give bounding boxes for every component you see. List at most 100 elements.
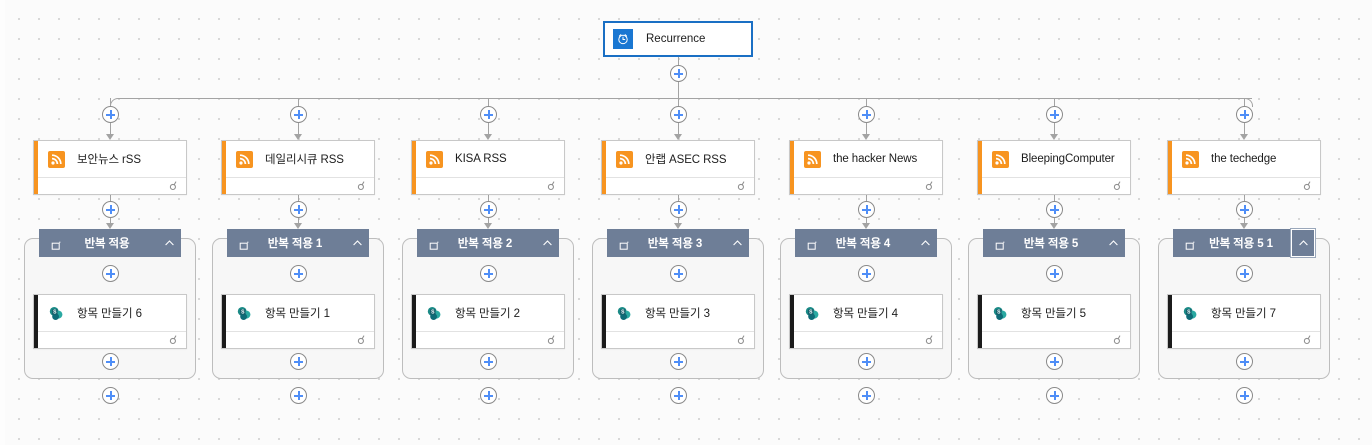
insert-step-button-b2-bottom[interactable] <box>290 387 307 404</box>
insert-step-button-b7-mid[interactable] <box>1236 201 1253 218</box>
action-card-rss-0[interactable]: 보안뉴스 rSS ☌ <box>33 140 187 195</box>
insert-step-button-b3-inner-bottom[interactable] <box>480 353 497 370</box>
insert-step-button-b2-top[interactable] <box>290 106 307 123</box>
insert-step-button-b4-inner-top[interactable] <box>670 265 687 282</box>
insert-step-button-b5-inner-bottom[interactable] <box>858 353 875 370</box>
insert-step-button-b7-bottom[interactable] <box>1236 387 1253 404</box>
card-accent-bar <box>222 295 226 348</box>
scope-header-3[interactable]: 반복 적용 3 <box>607 229 749 257</box>
insert-step-button-b1-inner-bottom[interactable] <box>102 353 119 370</box>
action-card-rss-5[interactable]: BleepingComputer ☌ <box>977 140 1131 195</box>
action-card-createitem-3[interactable]: S 항목 만들기 3 ☌ <box>601 294 755 349</box>
insert-step-button-b1-mid[interactable] <box>102 201 119 218</box>
link-icon[interactable]: ☌ <box>356 179 365 193</box>
chevron-up-icon[interactable] <box>725 229 749 257</box>
scope-header-2[interactable]: 반복 적용 2 <box>417 229 559 257</box>
action-card-createitem-1[interactable]: S 항목 만들기 1 ☌ <box>221 294 375 349</box>
insert-step-button-b3-bottom[interactable] <box>480 387 497 404</box>
link-icon[interactable]: ☌ <box>1302 333 1311 347</box>
chevron-up-icon[interactable] <box>535 229 559 257</box>
insert-step-button-b6-bottom[interactable] <box>1046 387 1063 404</box>
insert-step-button-b3-inner-top[interactable] <box>480 265 497 282</box>
action-card-label: 데일리시큐 RSS <box>265 154 344 166</box>
action-card-createitem-2[interactable]: S 항목 만들기 2 ☌ <box>411 294 565 349</box>
insert-step-button-b5-bottom[interactable] <box>858 387 875 404</box>
insert-step-button-b3-mid[interactable] <box>480 201 497 218</box>
loop-icon <box>429 238 439 250</box>
scope-header-1[interactable]: 반복 적용 1 <box>227 229 369 257</box>
card-divider <box>982 331 1130 332</box>
scope-header-0[interactable]: 반복 적용 <box>39 229 181 257</box>
sharepoint-icon: S <box>236 305 253 322</box>
chevron-up-icon[interactable] <box>345 229 369 257</box>
card-accent-bar <box>1168 295 1172 348</box>
insert-step-button-b7-inner-bottom[interactable] <box>1236 353 1253 370</box>
insert-step-button-b1-top[interactable] <box>102 106 119 123</box>
card-divider <box>794 177 942 178</box>
insert-step-button-b7-inner-top[interactable] <box>1236 265 1253 282</box>
link-icon[interactable]: ☌ <box>736 179 745 193</box>
action-card-label: the techedge <box>1211 153 1277 165</box>
chevron-up-icon[interactable] <box>1101 229 1125 257</box>
insert-step-button-b6-top[interactable] <box>1046 106 1063 123</box>
insert-step-button-b1-bottom[interactable] <box>102 387 119 404</box>
action-card-rss-3[interactable]: 안랩 ASEC RSS ☌ <box>601 140 755 195</box>
action-card-createitem-4[interactable]: S 항목 만들기 4 ☌ <box>789 294 943 349</box>
action-card-createitem-6[interactable]: S 항목 만들기 7 ☌ <box>1167 294 1321 349</box>
link-icon[interactable]: ☌ <box>546 333 555 347</box>
link-icon[interactable]: ☌ <box>168 179 177 193</box>
chevron-up-icon[interactable] <box>157 229 181 257</box>
insert-step-button-b4-mid[interactable] <box>670 201 687 218</box>
action-card-rss-2[interactable]: KISA RSS ☌ <box>411 140 565 195</box>
scope-header-6[interactable]: 반복 적용 5 1 <box>1173 228 1316 258</box>
link-icon[interactable]: ☌ <box>1302 179 1311 193</box>
card-accent-bar <box>34 141 38 194</box>
link-icon[interactable]: ☌ <box>168 333 177 347</box>
link-icon[interactable]: ☌ <box>924 179 933 193</box>
scope-title: 반복 적용 4 <box>835 238 891 250</box>
link-icon[interactable]: ☌ <box>736 333 745 347</box>
canvas-left-gutter <box>0 0 5 445</box>
insert-step-button-b7-top[interactable] <box>1236 106 1253 123</box>
link-icon[interactable]: ☌ <box>356 333 365 347</box>
connector-trunk-stub <box>678 82 679 98</box>
insert-step-button-b5-mid[interactable] <box>858 201 875 218</box>
svg-text:S: S <box>997 309 1001 315</box>
trigger-card-recurrence[interactable]: Recurrence <box>603 21 753 57</box>
insert-step-button-b2-inner-top[interactable] <box>290 265 307 282</box>
card-accent-bar <box>222 141 226 194</box>
insert-step-button-b6-inner-top[interactable] <box>1046 265 1063 282</box>
insert-step-button-b6-inner-bottom[interactable] <box>1046 353 1063 370</box>
card-accent-bar <box>602 141 606 194</box>
rss-icon <box>48 150 65 168</box>
insert-step-button-b5-top[interactable] <box>858 106 875 123</box>
chevron-up-icon[interactable] <box>913 229 937 257</box>
insert-step-button-b3-top[interactable] <box>480 106 497 123</box>
insert-step-button-b4-bottom[interactable] <box>670 387 687 404</box>
insert-step-button-b2-mid[interactable] <box>290 201 307 218</box>
scope-header-4[interactable]: 반복 적용 4 <box>795 229 937 257</box>
link-icon[interactable]: ☌ <box>924 333 933 347</box>
sharepoint-icon: S <box>616 305 633 322</box>
insert-step-button-b2-inner-bottom[interactable] <box>290 353 307 370</box>
connector-corner-right <box>1244 98 1253 107</box>
insert-step-button-trigger[interactable] <box>670 65 687 82</box>
connector-trigger-down <box>678 57 679 66</box>
insert-step-button-b4-inner-bottom[interactable] <box>670 353 687 370</box>
clock-icon <box>613 29 633 49</box>
insert-step-button-b1-inner-top[interactable] <box>102 265 119 282</box>
insert-step-button-b4-top[interactable] <box>670 106 687 123</box>
action-card-rss-4[interactable]: the hacker News ☌ <box>789 140 943 195</box>
scope-header-5[interactable]: 반복 적용 5 <box>983 229 1125 257</box>
link-icon[interactable]: ☌ <box>1112 179 1121 193</box>
action-card-createitem-0[interactable]: S 항목 만들기 6 ☌ <box>33 294 187 349</box>
insert-step-button-b5-inner-top[interactable] <box>858 265 875 282</box>
action-card-rss-6[interactable]: the techedge ☌ <box>1167 140 1321 195</box>
insert-step-button-b6-mid[interactable] <box>1046 201 1063 218</box>
link-icon[interactable]: ☌ <box>1112 333 1121 347</box>
action-card-rss-1[interactable]: 데일리시큐 RSS ☌ <box>221 140 375 195</box>
action-card-createitem-5[interactable]: S 항목 만들기 5 ☌ <box>977 294 1131 349</box>
chevron-up-icon[interactable] <box>1290 228 1316 258</box>
link-icon[interactable]: ☌ <box>546 179 555 193</box>
